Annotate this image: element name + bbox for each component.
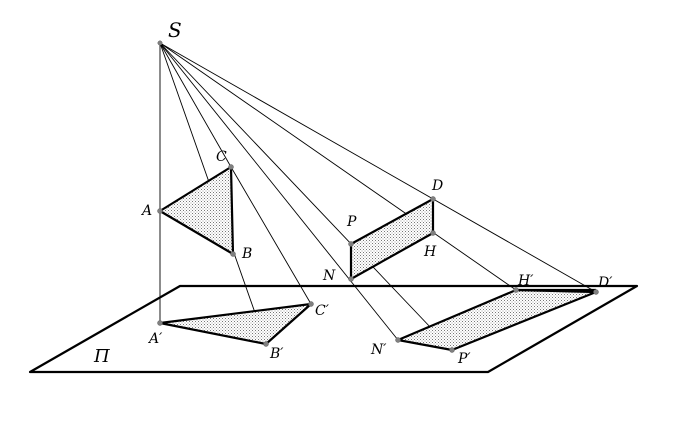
point-d	[430, 196, 436, 202]
label-n1: N′	[370, 342, 387, 358]
point-a1	[157, 320, 163, 326]
point-b1	[263, 341, 269, 347]
point-d1	[593, 289, 599, 295]
label-a1: A′	[147, 331, 163, 347]
point-h	[430, 230, 436, 236]
label-c: C	[216, 149, 227, 165]
triangle-abc	[158, 165, 235, 256]
point-c	[228, 164, 234, 170]
point-p	[348, 241, 354, 247]
ray-s-c	[159, 42, 232, 168]
point-n1	[395, 337, 401, 343]
point-h1	[513, 287, 519, 293]
point-a	[157, 208, 163, 214]
label-h: H	[423, 244, 437, 260]
projection-plane	[28, 284, 639, 374]
label-b: B	[241, 246, 252, 262]
ray-s-h	[159, 42, 517, 291]
ray-s-p	[159, 42, 453, 351]
label-b1: B′	[269, 346, 284, 362]
point-b	[230, 251, 236, 257]
labels: S A B C D H P N A′ B′ C′ N′ P′ H′ D′ Π	[93, 18, 613, 367]
ray-c-c1	[230, 166, 312, 305]
label-p: P	[346, 214, 357, 230]
projected-triangle	[158, 302, 313, 346]
label-a: A	[140, 203, 152, 219]
label-n: N	[322, 268, 336, 284]
label-s: S	[168, 18, 182, 42]
rectangle-npdh	[349, 197, 435, 281]
ray-s-d	[159, 42, 597, 293]
point-c1	[308, 301, 314, 307]
label-c1: C′	[315, 303, 330, 319]
point-s	[157, 40, 163, 46]
points	[157, 40, 599, 353]
projecting-rays	[159, 42, 597, 351]
point-n	[348, 276, 354, 282]
point-p1	[449, 347, 455, 353]
label-h1: H′	[517, 273, 534, 289]
label-plane: Π	[93, 346, 110, 367]
label-d1: D′	[597, 275, 613, 291]
ray-s-n	[159, 42, 399, 341]
label-d: D	[431, 178, 443, 194]
projected-parallelogram	[396, 288, 598, 352]
label-p1: P′	[457, 351, 471, 367]
